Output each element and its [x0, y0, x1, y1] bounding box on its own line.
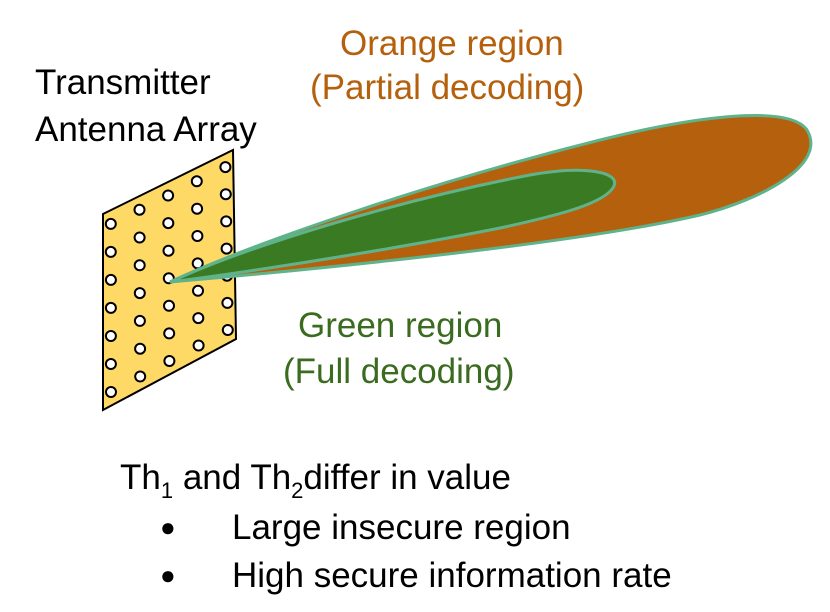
antenna-element	[219, 161, 232, 174]
threshold-connector: and Th	[173, 458, 292, 497]
antenna-element	[133, 287, 146, 300]
threshold-condition: Th1 and Th2differ in value	[120, 458, 511, 502]
antenna-elements	[104, 161, 234, 398]
orange-region-label-line2: (Partial decoding)	[310, 68, 585, 107]
antenna-element	[191, 202, 204, 215]
threshold-2-subscript: 2	[291, 478, 304, 503]
transmitter-label-line1: Transmitter	[35, 63, 211, 102]
green-region-label-line2: (Full decoding)	[283, 352, 515, 391]
antenna-element	[162, 217, 175, 230]
antenna-element	[162, 244, 175, 257]
bullet-text: High secure information rate	[232, 556, 672, 595]
antenna-element	[220, 215, 233, 228]
antenna-element	[104, 245, 117, 258]
green-region-beam	[169, 168, 617, 284]
antenna-element	[163, 355, 176, 367]
orange-region-label-line1: Orange region	[340, 24, 564, 63]
antenna-element	[104, 301, 117, 314]
bullet-item-insecure: ● Large insecure region	[160, 510, 720, 550]
antenna-element	[162, 189, 175, 202]
transmitter-label-line2: Antenna Array	[35, 110, 257, 149]
antenna-element	[221, 324, 234, 336]
antenna-element	[219, 188, 232, 201]
bullet-icon: ●	[160, 512, 176, 542]
antenna-element	[192, 284, 204, 297]
threshold-1-subscript: 1	[160, 478, 174, 503]
bullet-icon: ●	[160, 560, 176, 590]
antenna-element	[133, 314, 146, 327]
antenna-element	[190, 175, 203, 188]
antenna-element	[133, 259, 146, 272]
green-region-label-line1: Green region	[298, 306, 503, 345]
bullet-item-secure-rate: ● High secure information rate	[160, 558, 780, 598]
antenna-element	[192, 339, 205, 352]
antenna-element	[163, 299, 175, 312]
antenna-element	[221, 296, 234, 309]
antenna-element	[192, 312, 205, 325]
antenna-element	[133, 231, 146, 244]
threshold-1-base: Th	[120, 458, 161, 497]
antenna-element	[104, 273, 117, 286]
antenna-element	[163, 327, 176, 340]
antenna-element	[191, 230, 204, 242]
threshold-condition-tail: differ in value	[303, 458, 511, 497]
antenna-element	[134, 370, 147, 383]
antenna-element	[104, 217, 117, 230]
antenna-element	[104, 358, 117, 370]
antenna-element	[105, 386, 117, 398]
antenna-element	[133, 203, 146, 216]
antenna-element	[220, 242, 233, 255]
bullet-text: Large insecure region	[232, 508, 571, 547]
antenna-element	[134, 342, 147, 355]
antenna-element	[104, 330, 117, 342]
